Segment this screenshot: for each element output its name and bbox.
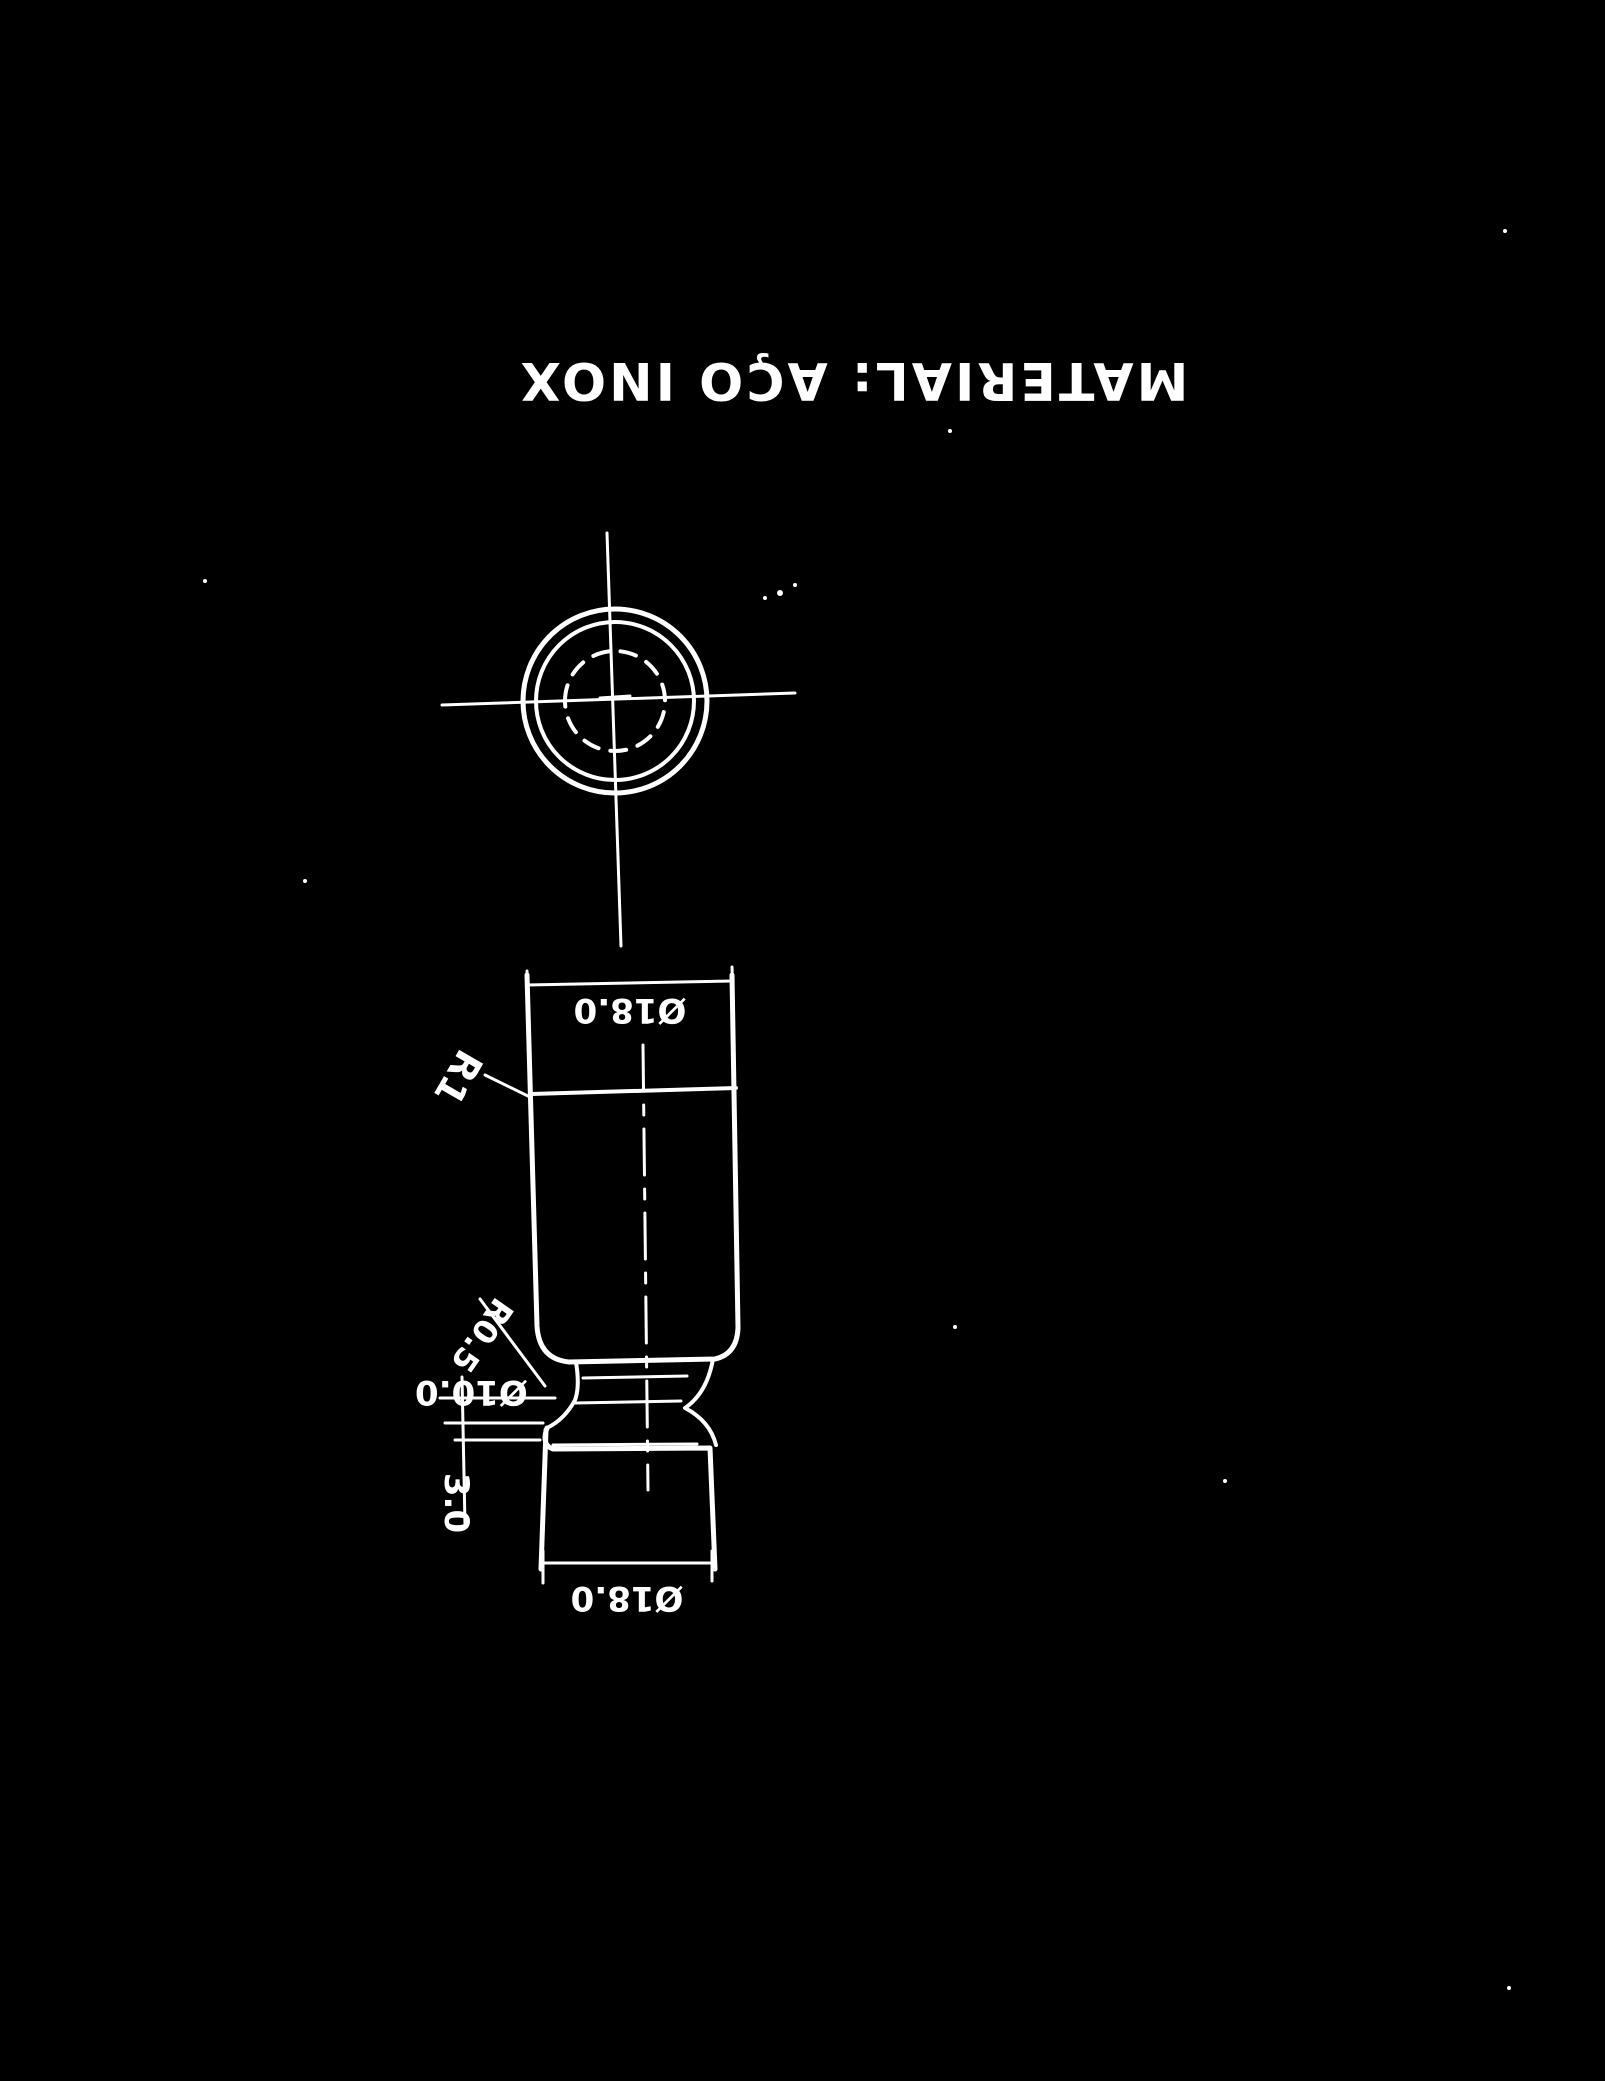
scan-specks [203,229,1511,1990]
top-body-shoulder-line [529,1086,738,1096]
top-diameter-ext-right [525,969,530,1007]
speck [793,583,797,587]
rotated-sheet: MATERIAL: AÇO INOX [203,229,1511,1990]
speck [777,590,783,596]
side-view: Ø18.0 Ø18.0 Ø10.0 3.0 R1 R0.5 [415,965,741,1618]
chamfer-leader [478,1297,547,1388]
length-dim-line [460,1375,467,1527]
speck [1507,1986,1511,1990]
end-view-center-tick [598,694,632,700]
speck [1503,229,1507,233]
end-view [440,531,797,948]
bottom-inner-line [551,1442,699,1447]
neck-line-lower [573,1399,683,1405]
material-note: MATERIAL: AÇO INOX [518,350,1189,410]
neck-diameter-label: Ø10.0 [415,1372,528,1412]
speck [303,879,307,883]
radius-leader [483,1073,532,1099]
speck [203,579,207,583]
part-centerline [641,1043,650,1492]
speck [763,596,767,600]
speck [1223,1479,1227,1483]
bottom-body-outline [538,1425,718,1572]
top-diameter-ext-left [730,965,735,1003]
top-diameter-label: Ø18.0 [574,990,687,1030]
chamfer-label: R0.5 [443,1291,521,1379]
neck-right-fillet [545,1360,580,1430]
top-diameter-dim-line [525,979,734,987]
speck [948,429,952,433]
end-view-horizontal-centerline [440,691,797,707]
neck-line-upper [581,1374,689,1380]
bottom-diameter-label: Ø18.0 [571,1578,684,1618]
speck [953,1325,957,1329]
end-view-vertical-centerline [605,531,623,948]
radius-label: R1 [425,1042,491,1112]
neck-left-fillet [683,1357,718,1447]
top-body-outline [524,972,741,1365]
length-label: 3.0 [436,1473,476,1533]
